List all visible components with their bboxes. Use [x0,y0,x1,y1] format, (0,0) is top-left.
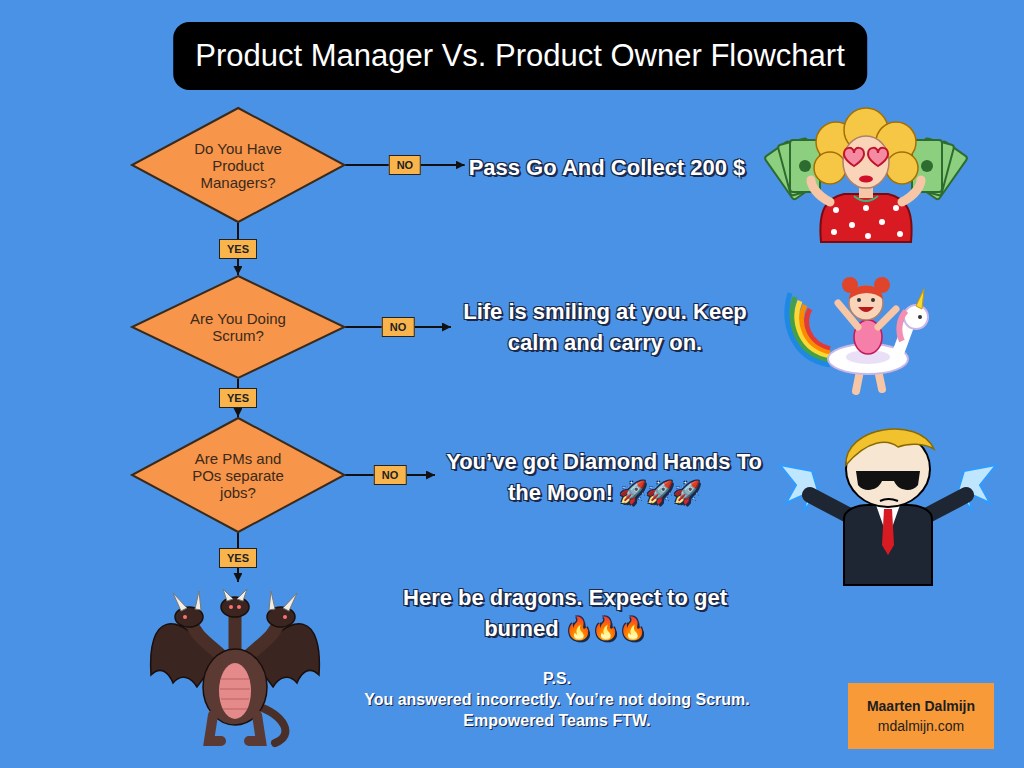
answer-tag: NO [389,155,422,175]
answer-tag: YES [219,239,257,259]
author-text: Maarten Dalmijn [864,696,978,716]
dragon-figure [151,589,320,743]
outcome-label: Here be dragons. Expect to get burned 🔥🔥… [400,582,730,644]
decision-diamond: Are You Doing Scrum? [131,275,345,379]
outcome-text: You’ve got Diamond Hands To the Moon! 🚀🚀… [435,444,773,510]
note-text: Empowered Teams FTW. [364,710,750,731]
question-text: Do You Have Product Managers? [182,140,294,191]
outcome-label: Life is smiling at you. Keep calm and ca… [455,296,755,358]
answer-tag: NO [374,465,407,485]
note-block: P.S.You answered incorrectly. You’re not… [364,668,750,731]
unicorn-girl [787,277,928,391]
money-woman [764,108,968,242]
author-box: Maarten Dalmijnmdalmijn.com [848,683,994,749]
answer-tag: YES [219,548,257,568]
title-banner: Product Manager Vs. Product Owner Flowch… [173,22,867,90]
answer-tag: YES [219,388,257,408]
outcome-text: Pass Go And Collect 200 $ [465,150,750,185]
outcome-label: Pass Go And Collect 200 $ [469,152,746,183]
decision-diamond: Do You Have Product Managers? [131,107,345,223]
question-text: Are You Doing Scrum? [182,310,294,344]
note-text: P.S. [364,668,750,689]
answer-tag: NO [382,317,415,337]
outcome-text: Life is smiling at you. Keep calm and ca… [451,294,759,360]
note-text: You answered incorrectly. You’re not doi… [364,689,750,710]
question-text: Are PMs and POs separate jobs? [182,450,294,501]
author-text: mdalmijn.com [864,716,978,736]
decision-diamond: Are PMs and POs separate jobs? [131,417,345,533]
outcome-text: Here be dragons. Expect to get burned 🔥🔥… [150,582,790,644]
outcome-label: You’ve got Diamond Hands To the Moon! 🚀🚀… [439,446,769,508]
diamond-hands-figure [780,429,996,585]
